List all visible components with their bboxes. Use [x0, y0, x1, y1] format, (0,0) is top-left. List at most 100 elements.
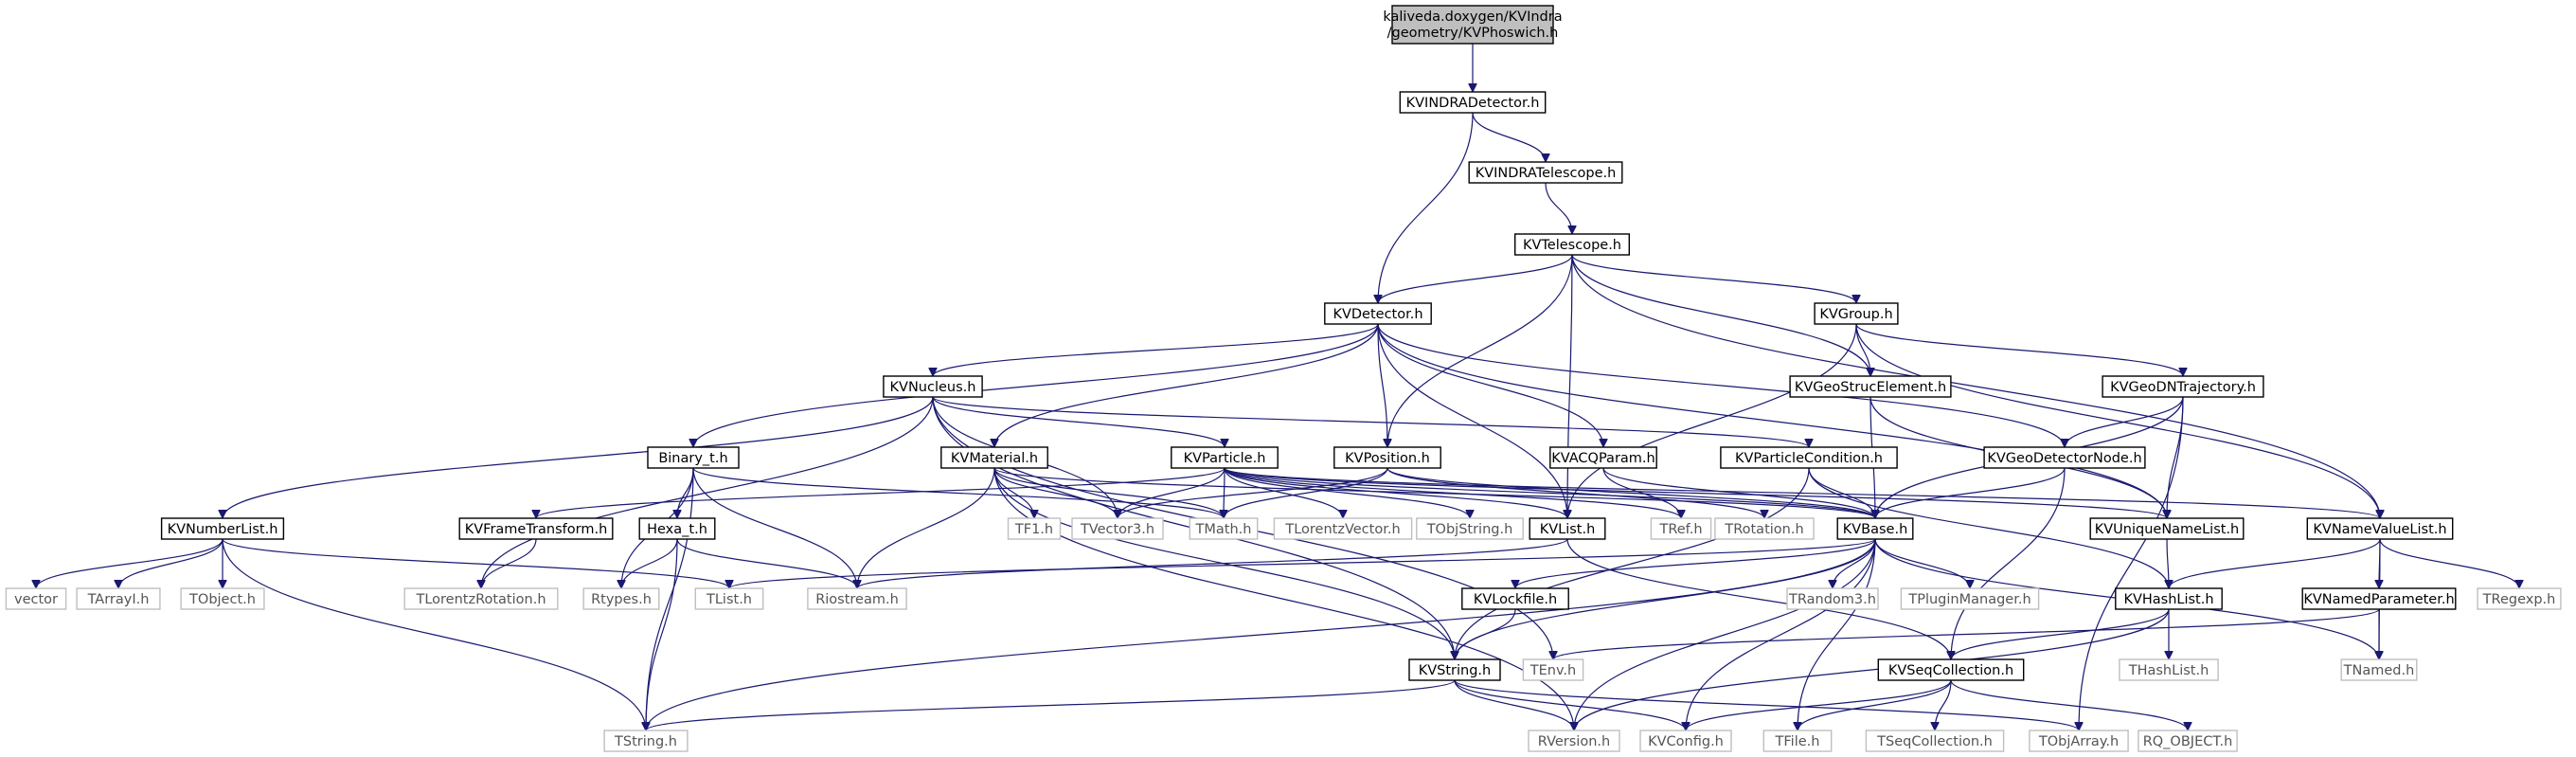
- edge-kvnucleus-to-tlorentzrotation: [481, 396, 934, 588]
- node-box: [1513, 233, 1630, 256]
- node-label: KVINDRATelescope.h: [1476, 166, 1617, 181]
- node-label: TList.h: [706, 592, 752, 607]
- node-tplugin-manager: TPluginManager.h: [1900, 587, 2040, 610]
- node-kvmaterial[interactable]: KVMaterial.h: [940, 446, 1048, 469]
- edge-kvnumberlist-to-tstring: [222, 538, 646, 730]
- edge-kvparticle-to-kvnamevaluelist: [1224, 467, 2380, 519]
- node-box: [1461, 587, 1569, 610]
- node-label: TEnv.h: [1530, 663, 1576, 678]
- node-label: KVNameValueList.h: [2313, 522, 2446, 537]
- node-tobj-string: TObjString.h: [1416, 517, 1524, 540]
- node-kvnumber-list[interactable]: KVNumberList.h: [160, 517, 285, 540]
- node-tmath: TMath.h: [1189, 517, 1259, 540]
- node-label: KVList.h: [1540, 522, 1596, 537]
- node-label: RQ_OBJECT.h: [2143, 734, 2233, 749]
- edge-kvgeodetectornode-to-kvseqcollection: [1951, 467, 2066, 659]
- edge-kvhashlist-to-kvseqcollection: [1951, 608, 2170, 660]
- node-kvname-value-list[interactable]: KVNameValueList.h: [2306, 517, 2454, 540]
- edge-kvgroup-to-kvgeodntrajectory: [1855, 323, 2183, 377]
- edge-kvnamedparameter-to-tenv: [1553, 608, 2380, 660]
- node-box: [1522, 658, 1584, 681]
- node-binary-t[interactable]: Binary_t.h: [647, 446, 740, 469]
- node-box: [1468, 161, 1623, 184]
- edge-kvnumberlist-to-tlist: [222, 538, 729, 589]
- node-kvposition[interactable]: KVPosition.h: [1333, 446, 1441, 469]
- node-rtypes: Rtypes.h: [582, 587, 660, 610]
- edge-kvposition-to-trotation: [1386, 467, 1764, 519]
- edge-kvnumberlist-to-vector: [36, 538, 224, 589]
- node-box: [458, 517, 614, 540]
- edge-hexa_t-to-rtypes: [621, 538, 678, 589]
- edge-hexa_t-to-riostream: [676, 538, 857, 589]
- node-label: KVFrameTransform.h: [465, 522, 608, 537]
- node-label: KVBase.h: [1843, 522, 1908, 537]
- node-kvgroup[interactable]: KVGroup.h: [1814, 302, 1899, 325]
- node-box: [1983, 446, 2146, 469]
- edge-kvacqparam-to-tref: [1602, 467, 1681, 519]
- edge-kvframetransform-to-tlorentzrotation: [481, 538, 537, 589]
- edge-kvtelescope-to-kvposition: [1387, 254, 1573, 447]
- edge-kvbase-to-rversion: [1574, 538, 1876, 730]
- edge-kvseqcollection-to-tseqcollection: [1935, 679, 1952, 730]
- node-kvdetector[interactable]: KVDetector.h: [1324, 302, 1432, 325]
- node-box: [1865, 730, 2005, 752]
- node-kvtelescope[interactable]: KVTelescope.h: [1513, 233, 1630, 256]
- node-kvseq-collection[interactable]: KVSeqCollection.h: [1877, 658, 2025, 681]
- node-kvgeo-dntrajectory[interactable]: KVGeoDNTrajectory.h: [2102, 375, 2264, 398]
- edge-kvparticlecondition-to-kvhashlist: [1808, 467, 2169, 588]
- node-label: TRotation.h: [1724, 522, 1803, 537]
- node-kvparticle-condition[interactable]: KVParticleCondition.h: [1720, 446, 1898, 469]
- nodes-layer: kaliveda.doxygen/KVIndra /geometry/KVPho…: [5, 5, 2562, 752]
- node-label: TLorentzVector.h: [1284, 522, 1400, 537]
- node-trotation: TRotation.h: [1714, 517, 1815, 540]
- edge-kvnucleus-to-kvparticlecondition: [932, 396, 1809, 448]
- node-kvnamed-parameter[interactable]: KVNamedParameter.h: [2301, 587, 2457, 610]
- node-kvbase[interactable]: KVBase.h: [1836, 517, 1914, 540]
- node-kvgeo-struc-element[interactable]: KVGeoStrucElement.h: [1789, 375, 1952, 398]
- node-label: KVTelescope.h: [1523, 238, 1621, 253]
- node-label: KVSeqCollection.h: [1888, 663, 2013, 678]
- node-box: [2301, 587, 2457, 610]
- edge-kvhashlist-to-rversion: [1574, 608, 2170, 730]
- node-box: [2138, 730, 2238, 752]
- root-node-kvphoswich[interactable]: kaliveda.doxygen/KVIndra /geometry/KVPho…: [1383, 5, 1563, 45]
- node-label: KVGeoStrucElement.h: [1795, 380, 1946, 395]
- node-kvhash-list[interactable]: KVHashList.h: [2115, 587, 2223, 610]
- edge-kvgroup-to-kvlist: [1567, 323, 1857, 518]
- edge-kvparticle-to-kvuniquenamelist: [1224, 467, 2167, 519]
- node-label: KVLockfile.h: [1474, 592, 1557, 607]
- node-kvparticle[interactable]: KVParticle.h: [1171, 446, 1279, 469]
- node-box: [2029, 730, 2129, 752]
- node-label: KVNucleus.h: [890, 380, 976, 395]
- node-box: [1408, 658, 1501, 681]
- node-box: [1714, 517, 1815, 540]
- node-kvgeo-detector-node[interactable]: KVGeoDetectorNode.h: [1983, 446, 2146, 469]
- node-label: TNamed.h: [2343, 663, 2415, 678]
- edge-kvnumberlist-to-tarrayi: [118, 538, 224, 589]
- node-kvacqparam[interactable]: KVACQParam.h: [1549, 446, 1657, 469]
- node-box: [2089, 517, 2245, 540]
- node-box: [1416, 517, 1524, 540]
- node-hexa-t[interactable]: Hexa_t.h: [638, 517, 716, 540]
- edge-kvseqcollection-to-rq_object: [1950, 679, 2188, 731]
- edge-kvparticle-to-kvlist: [1224, 467, 1567, 519]
- node-box: [638, 517, 716, 540]
- node-kvindradetector[interactable]: KVINDRADetector.h: [1399, 91, 1547, 114]
- node-box: [807, 587, 907, 610]
- node-kvstring[interactable]: KVString.h: [1408, 658, 1501, 681]
- node-kvlist[interactable]: KVList.h: [1529, 517, 1606, 540]
- node-kvframe-transform[interactable]: KVFrameTransform.h: [458, 517, 614, 540]
- node-kvlockfile[interactable]: KVLockfile.h: [1461, 587, 1569, 610]
- node-box: [2119, 658, 2219, 681]
- node-kvnucleus[interactable]: KVNucleus.h: [883, 375, 983, 398]
- node-kvunique-name-list[interactable]: KVUniqueNameList.h: [2089, 517, 2245, 540]
- edge-kvstring-to-tobjarray: [1454, 679, 2079, 731]
- edge-kvnamevaluelist-to-tregexp: [2379, 538, 2519, 589]
- node-label: THashList.h: [2128, 663, 2209, 678]
- edge-kvindratelescope-to-kvtelescope: [1545, 182, 1572, 234]
- node-box: [1639, 730, 1732, 752]
- node-box: [1071, 517, 1164, 540]
- node-tref: TRef.h: [1650, 517, 1712, 540]
- node-box: [883, 375, 983, 398]
- node-kvindratelescope[interactable]: KVINDRATelescope.h: [1468, 161, 1623, 184]
